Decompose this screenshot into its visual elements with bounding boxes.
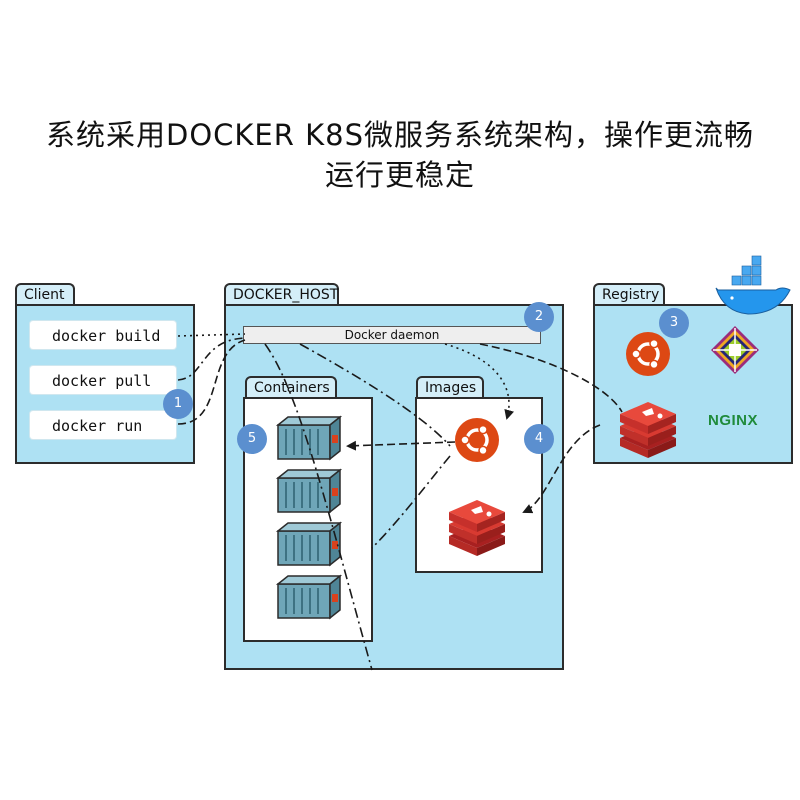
registry-tab: Registry bbox=[593, 283, 665, 305]
containers-tab: Containers bbox=[245, 376, 337, 398]
container-icon bbox=[277, 416, 341, 460]
command-docker-pull: docker pull bbox=[30, 366, 176, 394]
docker-daemon-bar: Docker daemon bbox=[243, 326, 541, 344]
command-docker-build: docker build bbox=[30, 321, 176, 349]
images-tab: Images bbox=[416, 376, 484, 398]
command-docker-run: docker run bbox=[30, 411, 176, 439]
ubuntu-icon bbox=[453, 416, 501, 464]
step-badge-4: 4 bbox=[524, 424, 554, 454]
container-icon bbox=[277, 469, 341, 513]
headline-line-1: 系统采用DOCKER K8S微服务系统架构，操作更流畅 bbox=[46, 118, 754, 152]
step-badge-1: 1 bbox=[163, 389, 193, 419]
flow-lines bbox=[177, 333, 623, 671]
nginx-logo: NGINX bbox=[708, 412, 759, 429]
container-icon bbox=[277, 522, 341, 566]
step-badge-2: 2 bbox=[524, 302, 554, 332]
redis-icon bbox=[620, 402, 676, 458]
step-badge-3: 3 bbox=[659, 308, 689, 338]
step-badge-5: 5 bbox=[237, 424, 267, 454]
ubuntu-icon bbox=[624, 330, 672, 378]
redis-icon bbox=[449, 500, 505, 556]
centos-icon bbox=[711, 326, 759, 374]
docker-host-tab: DOCKER_HOST bbox=[224, 283, 339, 305]
docker-whale-icon bbox=[715, 255, 791, 315]
container-icon bbox=[277, 575, 341, 619]
client-tab: Client bbox=[15, 283, 75, 305]
headline-line-2: 运行更稳定 bbox=[324, 158, 475, 192]
